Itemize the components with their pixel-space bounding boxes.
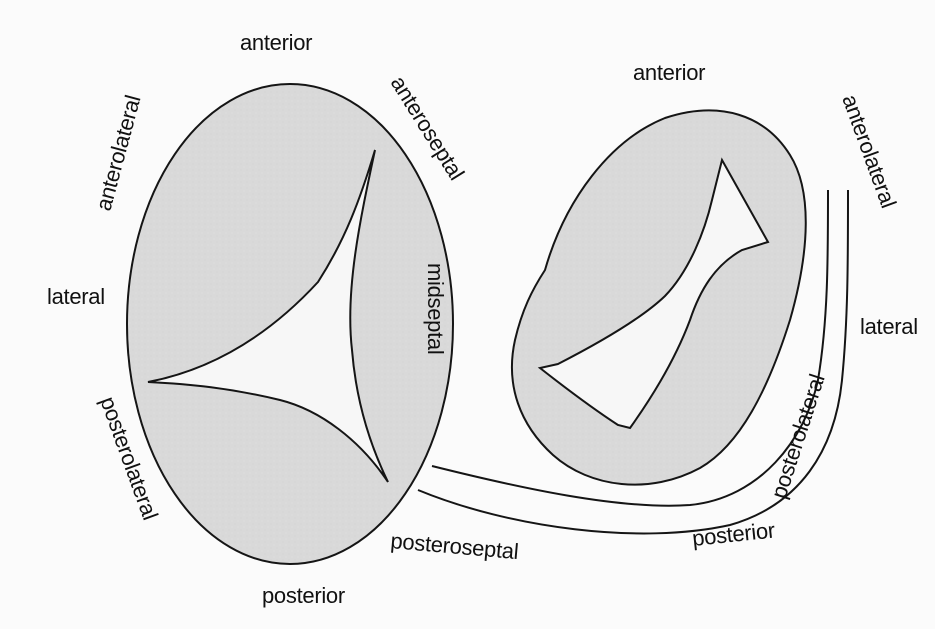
left-label-midseptal: midseptal bbox=[423, 263, 448, 354]
left-label-posterior: posterior bbox=[262, 583, 345, 608]
right-label-posterior: posterior bbox=[691, 517, 776, 551]
right-label-anterolateral: anterolateral bbox=[837, 91, 901, 211]
left-label-anterolateral: anterolateral bbox=[91, 92, 146, 213]
left-label-posteroseptal: posteroseptal bbox=[390, 528, 520, 564]
right-label-anterior: anterior bbox=[633, 60, 705, 85]
right-valve-annulus bbox=[512, 110, 806, 484]
left-label-lateral: lateral bbox=[47, 284, 105, 309]
right-label-lateral: lateral bbox=[860, 314, 918, 339]
right-label-posterolateral: posterolateral bbox=[766, 371, 830, 502]
left-label-anterior: anterior bbox=[240, 30, 312, 55]
